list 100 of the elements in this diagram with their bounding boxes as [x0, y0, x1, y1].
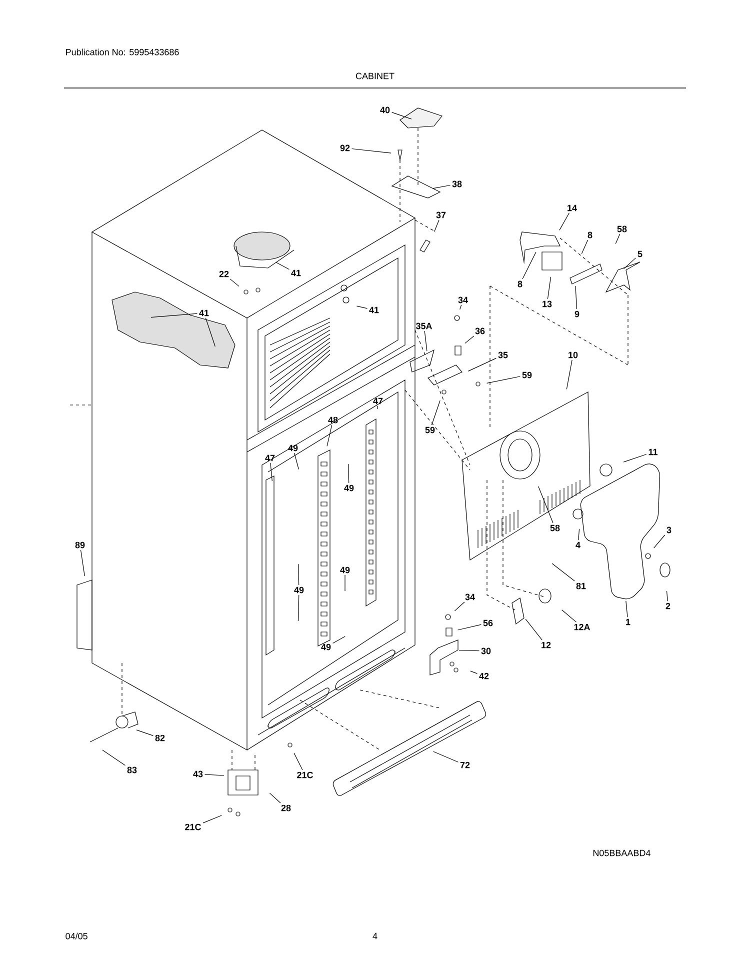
callout-number: 41 [199, 310, 209, 316]
leader-line [344, 574, 346, 592]
callout-number: 30 [481, 648, 491, 654]
callout-number: 82 [155, 734, 165, 742]
callout-number: 10 [568, 352, 578, 358]
leader-line [136, 730, 154, 736]
leader-line [666, 590, 668, 602]
callout-number: 1 [626, 618, 630, 626]
callout-number: 43 [193, 770, 203, 778]
leader-line [352, 148, 392, 154]
leader-line [204, 774, 224, 776]
leader-line [562, 610, 576, 622]
leader-line [294, 452, 299, 470]
callout-number: 3 [666, 526, 672, 534]
leader-line [270, 462, 272, 482]
leader-line [468, 358, 496, 372]
callout-number: 37 [436, 212, 446, 218]
callout-number: 49 [340, 566, 350, 574]
leader-line [470, 670, 478, 674]
leader-line [547, 276, 552, 300]
callout-number: 13 [542, 300, 552, 308]
leader-line [80, 550, 85, 576]
callout-number: 11 [648, 448, 658, 456]
callout-number: 59 [522, 372, 532, 378]
leader-line [434, 220, 440, 232]
callout-number: 49 [294, 586, 304, 594]
callout-number: 83 [127, 766, 137, 774]
callout-number: 41 [369, 306, 379, 314]
leader-line [525, 618, 542, 640]
callout-number: 47 [373, 398, 383, 404]
callout-number: 8 [588, 232, 592, 238]
leader-line [202, 815, 222, 824]
leader-line [332, 636, 346, 644]
leader-line [102, 750, 126, 766]
callout-number: 14 [568, 204, 577, 212]
callout-number: 36 [475, 328, 485, 334]
callout-number: 47 [265, 454, 275, 462]
header-text: 4 [372, 932, 378, 940]
callout-number: 12A [574, 624, 590, 630]
leader-line [276, 262, 290, 270]
callout-number: 56 [483, 620, 493, 626]
leader-line [431, 400, 440, 426]
leader-line [348, 464, 350, 484]
leader-line [432, 184, 450, 189]
leader-line [269, 792, 281, 804]
leader-line [623, 454, 647, 462]
callout-number: 9 [574, 310, 580, 318]
callout-number: 34 [458, 296, 468, 304]
header-text: Publication No: 5995433686 [66, 48, 179, 56]
leader-line [392, 112, 412, 120]
leader-line [150, 313, 198, 318]
callout-number: 92 [340, 144, 350, 152]
callout-number: 35 [498, 352, 508, 358]
callout-number: 4 [576, 542, 580, 548]
callout-number: 81 [576, 582, 586, 590]
callout-number: 5 [638, 250, 642, 258]
leader-line [230, 278, 240, 287]
callout-number: 59 [425, 426, 435, 434]
callout-number: 49 [344, 484, 354, 492]
callout-number: 48 [328, 416, 338, 424]
leader-line [615, 234, 620, 244]
leader-line [559, 212, 570, 230]
leader-line [424, 330, 428, 352]
leader-line [578, 528, 580, 540]
leader-line [326, 424, 332, 447]
header-text: 04/05 [66, 932, 88, 940]
leader-line [298, 564, 300, 586]
leader-line [626, 600, 628, 618]
callout-number: 40 [380, 106, 390, 114]
callout-number: 2 [666, 602, 670, 610]
callout-number: 42 [479, 672, 489, 680]
callout-number: 21C [297, 772, 314, 778]
callout-number: 58 [550, 524, 560, 532]
callout-number: 58 [617, 226, 627, 232]
leader-line [552, 563, 575, 582]
leader-line [457, 624, 482, 630]
callout-number: 12 [542, 642, 551, 648]
leader-line [454, 602, 465, 612]
header-text: N05BBAABD4 [593, 850, 650, 856]
callout-number: 41 [291, 270, 301, 276]
leader-line [356, 306, 368, 309]
leader-line [575, 286, 578, 310]
title: CABINET [356, 72, 394, 80]
leader-line [294, 752, 303, 770]
leader-line [566, 360, 572, 390]
leader-line [522, 252, 536, 280]
callout-number: 38 [452, 180, 462, 188]
leader-line [623, 258, 636, 270]
leader-line [298, 594, 300, 622]
callout-number: 28 [281, 804, 291, 812]
callout-number: 89 [75, 542, 85, 548]
callout-number: 72 [460, 762, 470, 768]
callout-number: 22 [219, 270, 229, 278]
callout-number: 49 [288, 444, 298, 452]
callout-number: 49 [321, 644, 331, 650]
callout-number: 8 [518, 280, 522, 288]
leader-line [432, 751, 458, 762]
callout-number: 35A [416, 322, 432, 330]
callout-number: 34 [465, 594, 475, 600]
leader-line [654, 534, 666, 548]
